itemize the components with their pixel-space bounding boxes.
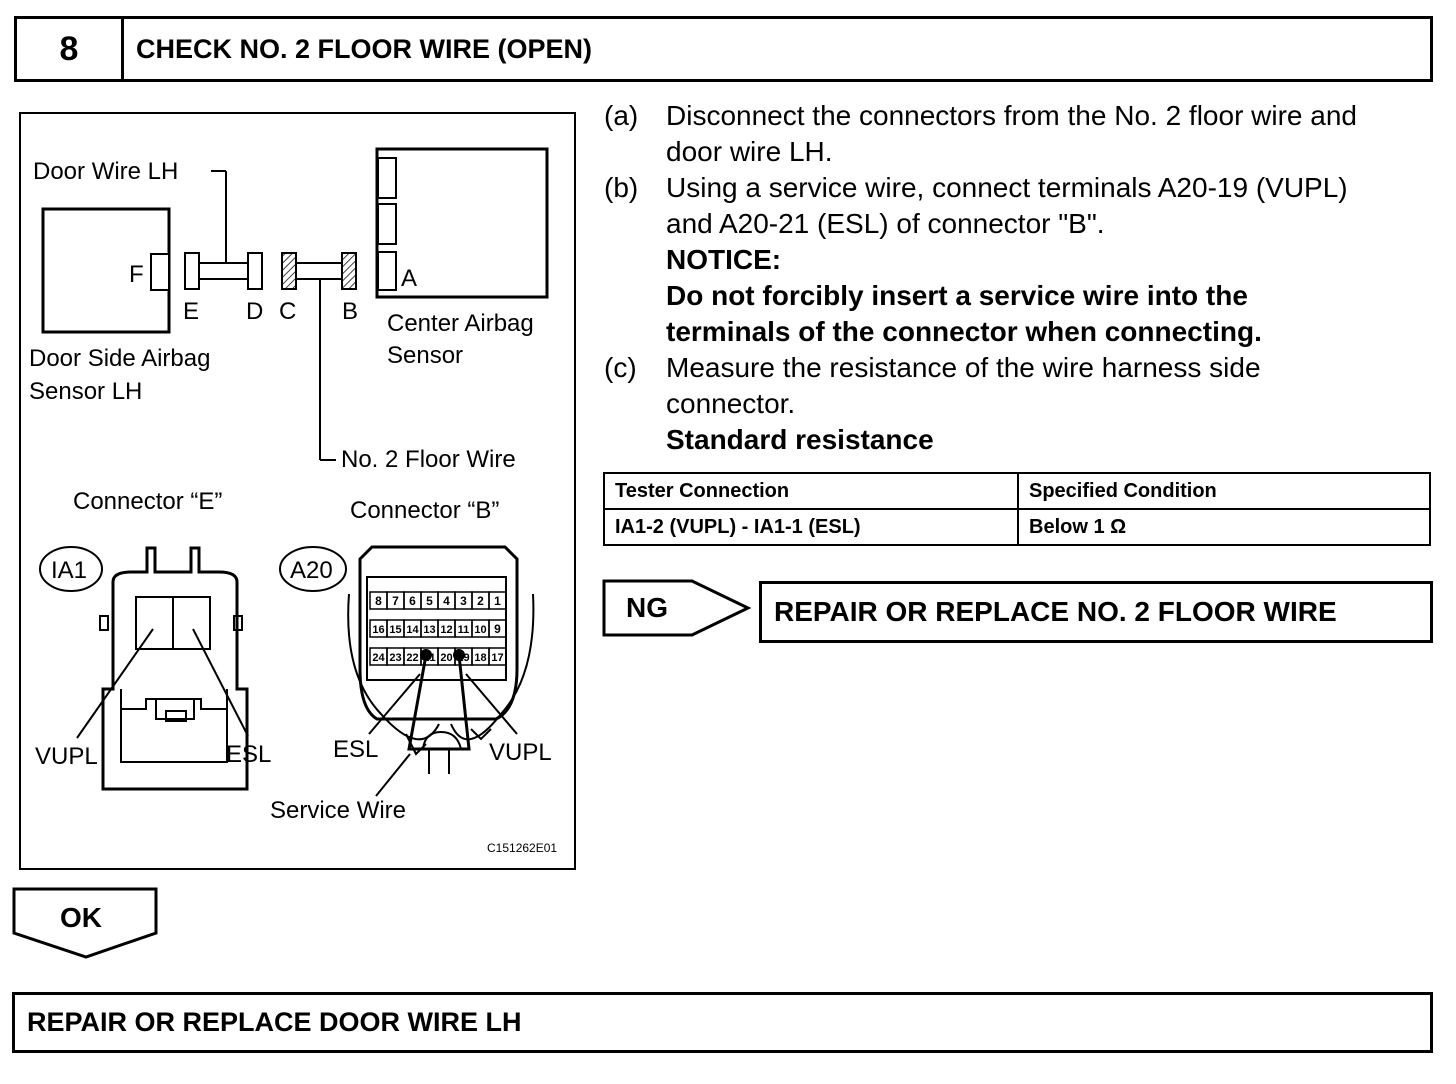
pin-label: 5	[426, 594, 433, 608]
pin-label: 13	[423, 624, 435, 636]
label-service-wire: Service Wire	[270, 797, 406, 824]
label-vupl-left: VUPL	[35, 743, 98, 770]
notice-line1: Do not forcibly insert a service wire in…	[666, 280, 1248, 311]
wiring-diagram: 876543211615141312111092423222120191817 …	[29, 147, 557, 855]
connector-d	[247, 252, 263, 290]
pin-label: 23	[389, 652, 401, 664]
step-a-line2: door wire LH.	[666, 136, 833, 167]
pin-21-mark	[420, 649, 432, 661]
label-center-sensor-2: Sensor	[387, 342, 463, 369]
label-connector-b: Connector “B”	[350, 497, 499, 524]
label-floor-wire: No. 2 Floor Wire	[341, 446, 516, 473]
ok-arrow: OK	[12, 887, 158, 959]
pin-label: 8	[375, 594, 382, 608]
label-f: F	[129, 261, 144, 288]
ng-arrow: NG	[602, 579, 752, 637]
pin-label: 6	[409, 594, 416, 608]
table-cell: Below 1 Ω	[1017, 508, 1431, 546]
pin-label: 1	[494, 594, 501, 608]
connector-f	[150, 253, 170, 291]
pin-label: 4	[443, 594, 450, 608]
connector-b	[341, 252, 357, 290]
step-b-label: (b)	[604, 172, 639, 203]
step-c-line2: connector.	[666, 388, 796, 419]
pin-label: 12	[440, 624, 452, 636]
label-c: C	[279, 298, 296, 325]
label-a: A	[401, 265, 417, 292]
pin-label: 10	[474, 624, 486, 636]
label-door-wire: Door Wire LH	[33, 158, 178, 185]
label-d: D	[246, 298, 263, 325]
label-connector-e: Connector “E”	[73, 488, 222, 515]
notice-line2: terminals of the connector when connecti…	[666, 316, 1262, 347]
ng-label: NG	[626, 592, 668, 623]
label-e: E	[183, 298, 199, 325]
pin-label: 7	[392, 594, 399, 608]
pin-label: 17	[491, 652, 503, 664]
table-header-row: Tester Connection Specified Condition	[603, 472, 1431, 510]
step-a-label: (a)	[604, 100, 639, 131]
table-row: IA1-2 (VUPL) - IA1-1 (ESL) Below 1 Ω	[603, 508, 1431, 546]
ok-label: OK	[60, 902, 102, 933]
label-center-sensor-1: Center Airbag	[387, 310, 534, 337]
connector-e-body	[101, 546, 249, 791]
step-b-line1: Using a service wire, connect terminals …	[666, 172, 1348, 203]
pin-label: 2	[477, 594, 484, 608]
pin-label: 15	[389, 624, 401, 636]
pin-label: 9	[494, 622, 501, 636]
pin-19-mark	[453, 649, 465, 661]
step-number: 8	[14, 16, 124, 82]
label-esl-left: ESL	[226, 741, 271, 768]
ok-result: REPAIR OR REPLACE DOOR WIRE LH	[12, 992, 1433, 1053]
ng-result: REPAIR OR REPLACE NO. 2 FLOOR WIRE	[759, 581, 1433, 643]
figure-code: C151262E01	[487, 841, 557, 855]
pin-label: 3	[460, 594, 467, 608]
table-cell: IA1-2 (VUPL) - IA1-1 (ESL)	[603, 508, 1019, 546]
pin-label: 11	[458, 624, 470, 636]
pin-label: 14	[406, 624, 419, 636]
wiring-figure: 876543211615141312111092423222120191817 …	[19, 112, 576, 870]
table-header: Tester Connection	[603, 472, 1019, 510]
pin-label: 24	[372, 652, 385, 664]
pin-label: 20	[440, 652, 452, 664]
pin-cell	[488, 619, 507, 638]
pin-label: 22	[406, 652, 418, 664]
notice-heading: NOTICE:	[666, 244, 782, 275]
label-b: B	[342, 298, 358, 325]
pin-cell	[488, 591, 507, 610]
pin-label: 16	[372, 624, 384, 636]
label-vupl-right: VUPL	[489, 739, 552, 766]
label-door-sensor-2: Sensor LH	[29, 378, 142, 405]
step-b-line2: and A20-21 (ESL) of connector "B".	[666, 208, 1105, 239]
step-title: CHECK NO. 2 FLOOR WIRE (OPEN)	[121, 16, 1433, 82]
label-esl-right: ESL	[333, 736, 378, 763]
ia1-callout	[39, 546, 103, 592]
pin-label: 18	[474, 652, 486, 664]
step-c-label: (c)	[604, 352, 637, 383]
step-a-line1: Disconnect the connectors from the No. 2…	[666, 100, 1358, 131]
table-header: Specified Condition	[1017, 472, 1431, 510]
standard-resistance: Standard resistance	[666, 424, 934, 455]
label-ia1: IA1	[51, 557, 87, 584]
label-a20: A20	[290, 557, 333, 584]
step-c-line1: Measure the resistance of the wire harne…	[666, 352, 1261, 383]
a20-callout	[279, 546, 347, 592]
connector-c	[281, 252, 297, 290]
spec-table: Tester Connection Specified Condition IA…	[603, 472, 1431, 546]
connector-e	[184, 252, 200, 290]
service-wire-path	[407, 654, 471, 751]
pin-cell	[488, 647, 507, 666]
label-door-sensor-1: Door Side Airbag	[29, 345, 210, 372]
pin-grid: 876543211615141312111092423222120191817	[369, 591, 507, 666]
